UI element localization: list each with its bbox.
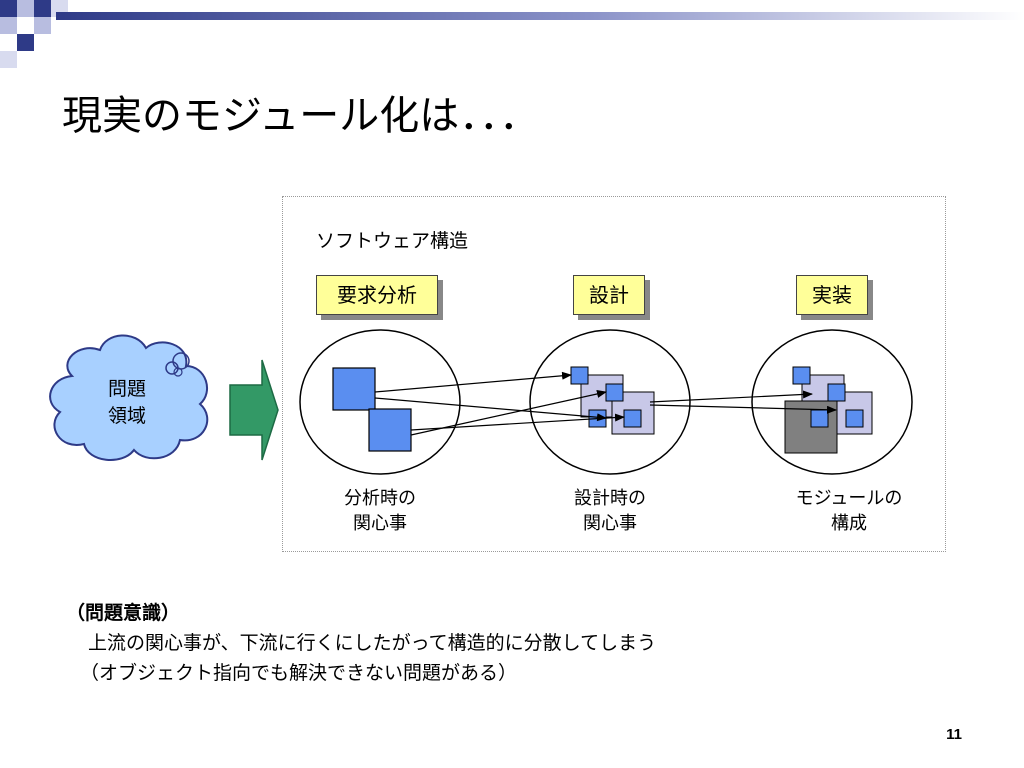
transition-arrow — [229, 359, 279, 461]
problem-domain-label: 問題 領域 — [107, 378, 146, 427]
stage-requirements: 要求分析 — [316, 275, 438, 315]
stage-design: 設計 — [573, 275, 645, 315]
mapping-arrow — [374, 371, 572, 393]
analysis-concern-a — [332, 367, 376, 411]
notes-line: 上流の関心事が、下流に行くにしたがって構造的に分散してしまう — [88, 632, 657, 654]
mapping-arrow — [649, 404, 837, 414]
analysis-caption: 分析時の 関心事 — [344, 488, 416, 534]
problem-domain-cloud — [49, 334, 209, 462]
structure-label: ソフトウェア構造 — [316, 230, 469, 252]
page-number: 11 — [946, 726, 962, 743]
slide-title: 現実のモジュール化は．．． — [62, 93, 540, 139]
notes-heading: （問題意識） — [66, 602, 181, 624]
corner-decoration — [0, 0, 1024, 70]
stage-implementation: 実装 — [796, 275, 868, 315]
analysis-circle — [299, 329, 461, 475]
design-fragment — [570, 366, 589, 385]
analysis-concern-b — [368, 408, 412, 452]
mapping-arrow — [374, 397, 607, 422]
notes-block: （問題意識） 上流の関心事が、下流に行くにしたがって構造的に分散してしまう （オ… — [66, 598, 656, 688]
impl-fragment — [845, 409, 864, 428]
module-caption: モジュールの 構成 — [795, 488, 903, 534]
impl-fragment — [810, 409, 829, 428]
notes-line: （オブジェクト指向でも解決できない問題がある） — [80, 662, 518, 684]
design-caption: 設計時の 関心事 — [574, 488, 646, 534]
design-fragment — [623, 409, 642, 428]
design-fragment — [605, 383, 624, 402]
impl-fragment — [792, 366, 811, 385]
mapping-arrow — [410, 413, 625, 431]
diagram-frame — [282, 196, 946, 552]
impl-fragment — [827, 383, 846, 402]
mapping-arrow — [649, 390, 813, 403]
